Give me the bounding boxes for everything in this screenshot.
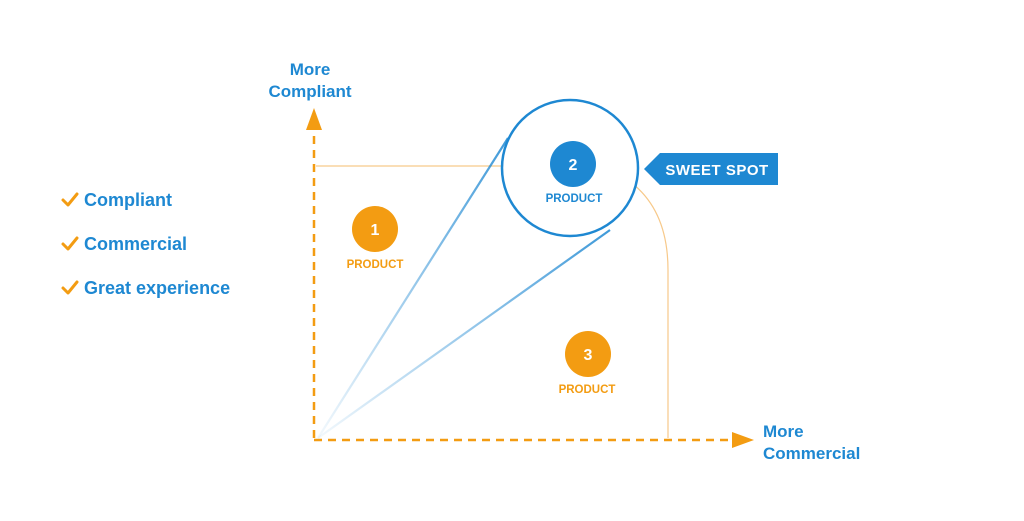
product-1-number: 1 <box>371 222 380 239</box>
sweet-spot-beam-lower <box>317 229 611 439</box>
sweet-spot-callout: SWEET SPOT <box>644 153 778 185</box>
product-2-label: PRODUCT <box>546 193 603 205</box>
criteria-checklist: Compliant Commercial Great experience <box>60 178 230 310</box>
x-axis-label-line2: Commercial <box>763 444 860 463</box>
checkmark-icon <box>61 236 79 251</box>
x-axis-label-line1: More <box>763 422 804 441</box>
product-3-marker: 3 PRODUCT <box>559 331 616 396</box>
product-3-number: 3 <box>584 347 593 364</box>
product-3-label: PRODUCT <box>559 384 616 396</box>
checklist-label: Commercial <box>84 233 188 254</box>
checklist-label: Great experience <box>84 277 231 298</box>
callout-arrow-shape <box>644 153 778 185</box>
y-axis-label-line1: More <box>290 60 331 79</box>
product-2-number: 2 <box>569 157 578 174</box>
y-axis-arrow-icon <box>306 108 322 130</box>
product-1-marker: 1 PRODUCT <box>347 206 404 271</box>
product-1-label: PRODUCT <box>347 259 404 271</box>
product-2-badge <box>550 141 596 187</box>
checklist-item: Compliant <box>60 178 230 222</box>
checklist-item: Commercial <box>60 222 230 266</box>
product-2-marker: 2 PRODUCT <box>546 141 603 205</box>
checklist-label: Compliant <box>84 189 172 210</box>
x-axis-arrow-icon <box>732 432 754 448</box>
checklist-item: Great experience <box>60 266 230 310</box>
sweet-spot-beam-upper <box>317 137 509 439</box>
checkmark-icon <box>61 192 79 207</box>
checkmark-icon <box>61 280 79 295</box>
product-1-badge <box>352 206 398 252</box>
product-3-badge <box>565 331 611 377</box>
y-axis-label-line2: Compliant <box>268 82 351 101</box>
callout-label: SWEET SPOT <box>665 162 768 179</box>
